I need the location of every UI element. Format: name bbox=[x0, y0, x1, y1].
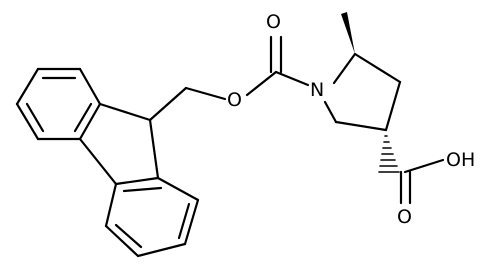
bond bbox=[98, 102, 152, 122]
methylene-linker bbox=[148, 86, 227, 122]
carbamate-group bbox=[245, 35, 310, 97]
bond bbox=[403, 158, 445, 174]
ring-nitrogen-label: N bbox=[310, 79, 324, 101]
fluorene-upper-ring bbox=[15, 67, 102, 141]
bond bbox=[104, 182, 118, 228]
bond bbox=[323, 100, 338, 124]
bond bbox=[25, 102, 45, 133]
bond bbox=[148, 118, 160, 180]
acid-carbonyl-oxygen-label: O bbox=[397, 206, 412, 228]
bond bbox=[15, 67, 40, 106]
bond bbox=[73, 102, 93, 133]
bond bbox=[353, 52, 402, 84]
atom-labels: O O N OH O bbox=[227, 11, 475, 228]
bond bbox=[274, 70, 310, 87]
bond bbox=[114, 176, 160, 186]
methyl-wedge-bond bbox=[341, 12, 355, 54]
bond bbox=[177, 202, 191, 240]
carboxyl-hash-bond bbox=[378, 135, 400, 173]
bond bbox=[184, 86, 227, 101]
pyrrolidine-ring bbox=[323, 52, 402, 132]
bond bbox=[15, 102, 40, 141]
bond bbox=[245, 70, 278, 97]
bond bbox=[78, 67, 102, 106]
fluorene-five-ring bbox=[78, 102, 160, 186]
bond bbox=[332, 52, 357, 85]
bond bbox=[384, 80, 402, 132]
bond bbox=[136, 242, 187, 258]
bond bbox=[334, 120, 388, 132]
bond bbox=[148, 86, 188, 122]
bond bbox=[122, 186, 163, 193]
acid-hydroxyl-label: OH bbox=[446, 149, 475, 171]
carboxylic-acid-group bbox=[399, 158, 445, 205]
bond bbox=[78, 102, 102, 141]
carbonyl-oxygen-label: O bbox=[266, 11, 281, 33]
bond bbox=[156, 176, 200, 202]
bond bbox=[114, 223, 143, 249]
bond bbox=[183, 198, 200, 246]
ester-oxygen-label: O bbox=[227, 89, 242, 111]
fluorene-lower-ring bbox=[104, 176, 200, 258]
bond bbox=[104, 224, 140, 258]
bond bbox=[78, 137, 118, 186]
